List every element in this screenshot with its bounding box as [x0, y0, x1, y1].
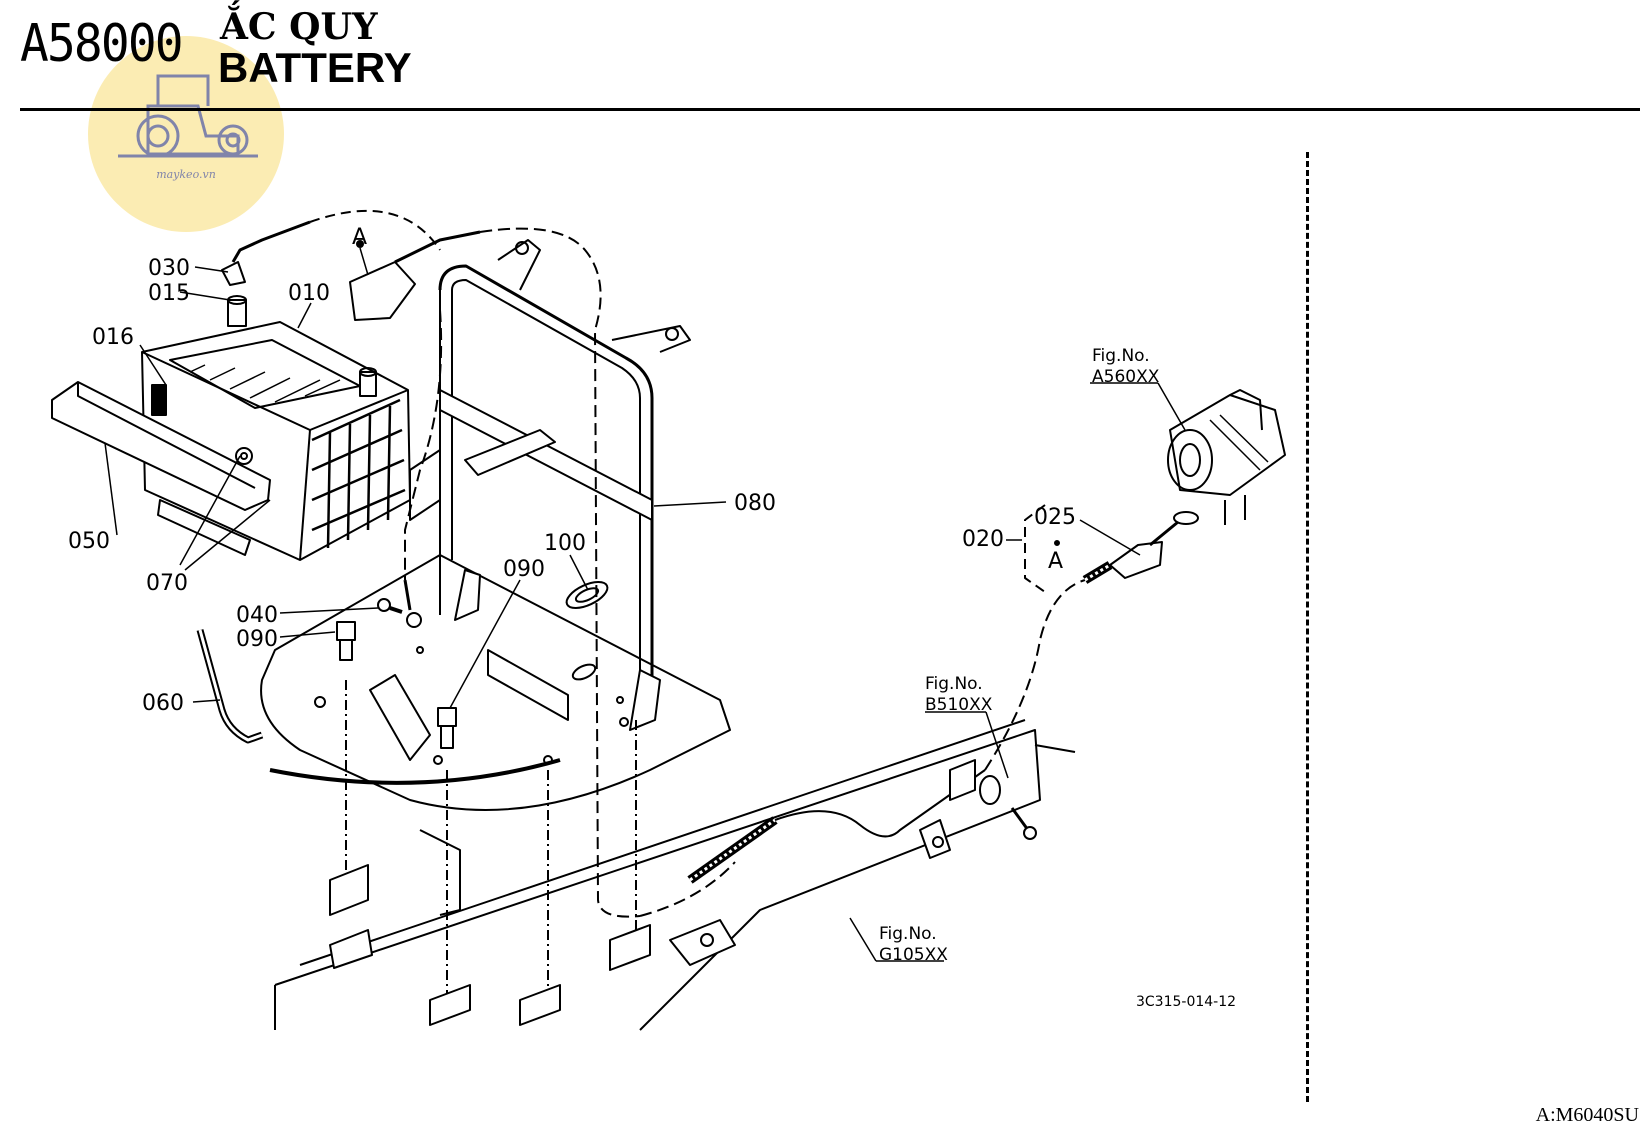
- page-divider: [1306, 152, 1309, 1102]
- callout-030: 030: [148, 256, 190, 281]
- title-vietnamese: ẮC QUY: [220, 6, 378, 48]
- callout-080: 080: [734, 491, 776, 516]
- hold-down-bar: [51, 381, 271, 511]
- callout-070: 070: [146, 571, 188, 596]
- callout-015: 015: [148, 281, 190, 306]
- title-english: BATTERY: [218, 44, 412, 91]
- callout-040: 040: [236, 603, 278, 628]
- grommet: [565, 581, 609, 681]
- page-footer-code: A:M6040SU: [1535, 1104, 1639, 1126]
- ref-g105-fig: Fig.No.: [879, 924, 937, 944]
- battery-frame: [409, 239, 691, 731]
- callout-020: 020: [962, 527, 1004, 552]
- ref-g105-no: G105XX: [879, 945, 948, 965]
- callout-090-a: 090: [236, 627, 278, 652]
- section-code: A58000: [20, 14, 184, 74]
- group-bracket: [1024, 504, 1046, 593]
- ref-a560-fig: Fig.No.: [1092, 346, 1150, 366]
- callout-025: 025: [1034, 505, 1076, 530]
- bolts: [336, 621, 637, 1010]
- callout-100: 100: [544, 531, 586, 556]
- watermark-logo: maykeo.vn: [88, 36, 284, 232]
- marker-a-top: A: [352, 225, 367, 250]
- drawing-id: 3C315-014-12: [1136, 994, 1236, 1010]
- ref-a560-no: A560XX: [1092, 367, 1160, 387]
- j-bolt: [196, 629, 264, 744]
- callout-090-b: 090: [503, 557, 545, 582]
- callout-016: 016: [92, 325, 134, 350]
- ref-b510-no: B510XX: [925, 695, 993, 715]
- tractor-icon: [118, 74, 258, 158]
- callout-060: 060: [142, 691, 184, 716]
- starter-motor: [1167, 389, 1286, 525]
- battery-cables: [221, 209, 1199, 918]
- chassis-frame: [274, 719, 1076, 1031]
- battery: [141, 295, 411, 561]
- logo-text: maykeo.vn: [156, 168, 216, 181]
- leader-lines: [104, 247, 1186, 962]
- battery-tray: [260, 554, 731, 811]
- marker-a-group: A: [1048, 549, 1063, 574]
- callout-050: 050: [68, 529, 110, 554]
- callout-010: 010: [288, 281, 330, 306]
- header-rule: [20, 108, 1640, 111]
- ref-b510-fig: Fig.No.: [925, 674, 983, 694]
